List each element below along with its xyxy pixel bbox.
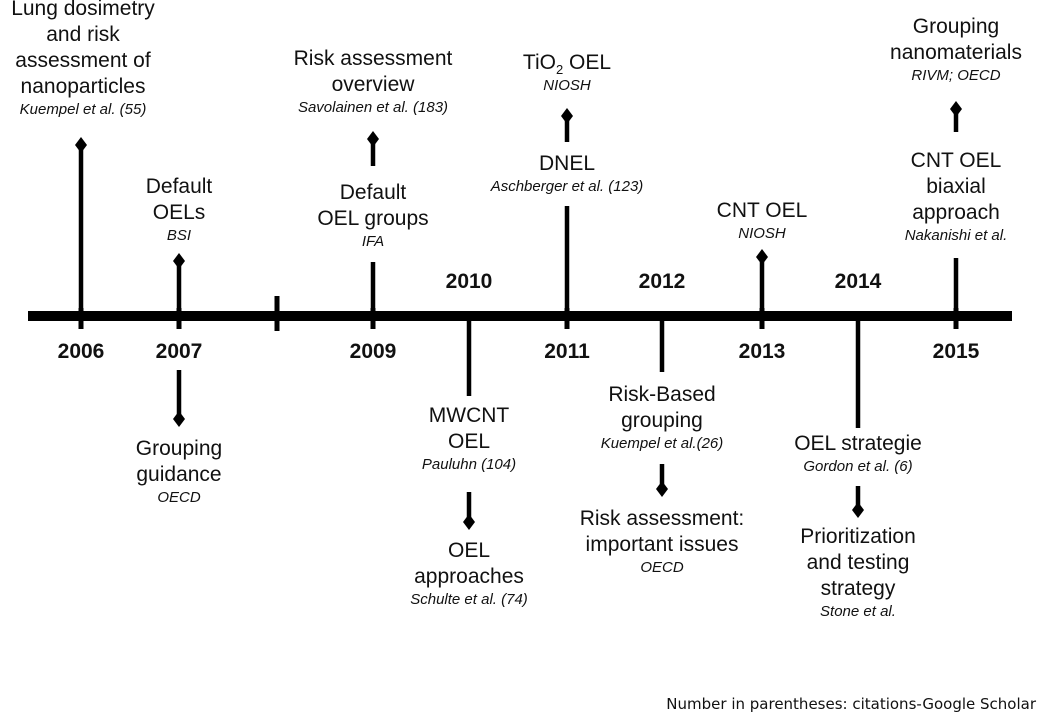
event-title-line: guidance (136, 463, 222, 486)
diamond-oel-approaches (463, 514, 475, 530)
event-citation: Gordon et al. (6) (803, 458, 913, 475)
event-dnel: DNEL Aschberger et al. (123) (462, 151, 672, 196)
diamond-grouping-guidance (173, 411, 185, 427)
event-risk-overview: Risk assessment overview Savolainen et a… (263, 46, 483, 117)
footnote: Number in parentheses: citations-Google … (666, 695, 1036, 713)
event-title-line: Risk-Based (608, 383, 716, 406)
year-label-2009: 2009 (349, 340, 397, 363)
event-title-line: biaxial (926, 175, 986, 198)
diamond-risk-issues (656, 481, 668, 497)
event-oel-strategie: OEL strategie Gordon et al. (6) (783, 431, 933, 476)
diamond-tio2 (561, 108, 573, 124)
event-title-line: CNT OEL (716, 199, 808, 222)
event-title-line: nanoparticles (20, 75, 146, 98)
event-title-line: DNEL (538, 152, 596, 175)
year-label-2015: 2015 (932, 340, 980, 363)
event-risk-based-grouping: Risk-Based grouping Kuempel et al.(26) (577, 382, 747, 453)
diamond-default-oels (173, 253, 185, 269)
year-label-2012: 2012 (638, 270, 686, 293)
event-title-line: Risk assessment (293, 47, 453, 70)
year-label-2011: 2011 (544, 340, 590, 363)
tio2-title-pre: TiO (522, 51, 556, 74)
year-label-2013: 2013 (738, 340, 786, 363)
tio2-title-post: OEL (563, 51, 612, 74)
event-citation: Schulte et al. (74) (410, 591, 528, 608)
year-label-2007: 2007 (155, 340, 203, 363)
event-title-line: strategy (820, 577, 896, 600)
event-title-line: important issues (585, 533, 739, 556)
event-title-line: OEL strategie (794, 432, 922, 455)
event-title-line: and testing (806, 551, 910, 574)
event-citation: BSI (166, 227, 192, 244)
event-cnt-oel: CNT OEL NIOSH (697, 198, 827, 243)
event-title-line: Grouping (912, 15, 1000, 38)
diamond-cnt-oel (756, 249, 768, 265)
event-citation: RIVM; OECD (911, 67, 1001, 84)
diamond-risk-overview (367, 131, 379, 147)
event-title-line: MWCNT (428, 404, 510, 427)
event-citation: OECD (157, 489, 201, 506)
year-label-2010: 2010 (445, 270, 493, 293)
event-title-line: Risk assessment: (579, 507, 745, 530)
event-default-oel-groups: Default OEL groups IFA (293, 180, 453, 251)
event-prioritization: Prioritization and testing strategy Ston… (783, 524, 933, 621)
event-title-line: Lung dosimetry (11, 0, 155, 20)
event-citation: IFA (361, 233, 385, 250)
event-oel-approaches: OEL approaches Schulte et al. (74) (389, 538, 549, 609)
event-title-line: TiO2 OEL (497, 50, 637, 76)
diamond-prioritization (852, 502, 864, 518)
event-citation: NIOSH (543, 77, 591, 94)
event-citation: NIOSH (738, 225, 786, 242)
event-mwcnt: MWCNT OEL Pauluhn (104) (399, 403, 539, 474)
event-title-line: Grouping (135, 437, 223, 460)
event-cnt-biaxial: CNT OEL biaxial approach Nakanishi et al… (876, 148, 1036, 245)
event-citation: OECD (640, 559, 684, 576)
event-title-line: OEL groups (317, 207, 429, 230)
event-citation: Savolainen et al. (183) (297, 99, 449, 116)
diamond-grouping-nano (950, 101, 962, 117)
event-title-line: Default (339, 181, 407, 204)
event-tio2-oel: TiO2 OEL NIOSH (497, 50, 637, 95)
event-title-line: Prioritization (800, 525, 916, 548)
event-title-line: overview (331, 73, 415, 96)
year-label-2006: 2006 (57, 340, 105, 363)
event-title-line: OELs (152, 201, 206, 224)
event-title-line: assessment of (15, 49, 151, 72)
event-title-line: grouping (621, 409, 703, 432)
year-label-2014: 2014 (834, 270, 882, 293)
diamond-lung (75, 137, 87, 153)
event-title-line: OEL (447, 430, 491, 453)
event-citation: Nakanishi et al. (904, 227, 1008, 244)
tio2-title-sub: 2 (555, 62, 564, 78)
event-title-line: and risk (46, 23, 120, 46)
event-default-oels: Default OELs BSI (119, 174, 239, 245)
event-citation: Kuempel et al.(26) (600, 435, 724, 452)
event-risk-issues: Risk assessment: important issues OECD (552, 506, 772, 577)
event-title-line: CNT OEL (910, 149, 1002, 172)
event-grouping-guidance: Grouping guidance OECD (109, 436, 249, 507)
event-lung-dosimetry: Lung dosimetry and risk assessment of na… (0, 0, 166, 119)
event-title-line: Default (145, 175, 213, 198)
event-title-line: approaches (414, 565, 524, 588)
event-title-line: nanomaterials (890, 41, 1022, 64)
event-citation: Kuempel et al. (55) (19, 101, 147, 118)
event-grouping-nanomaterials: Grouping nanomaterials RIVM; OECD (886, 14, 1026, 85)
event-citation: Stone et al. (820, 603, 896, 620)
event-citation: Aschberger et al. (123) (490, 178, 644, 195)
event-title-line: OEL (447, 539, 491, 562)
event-citation: Pauluhn (104) (421, 456, 517, 473)
event-title-line: approach (912, 201, 1000, 224)
